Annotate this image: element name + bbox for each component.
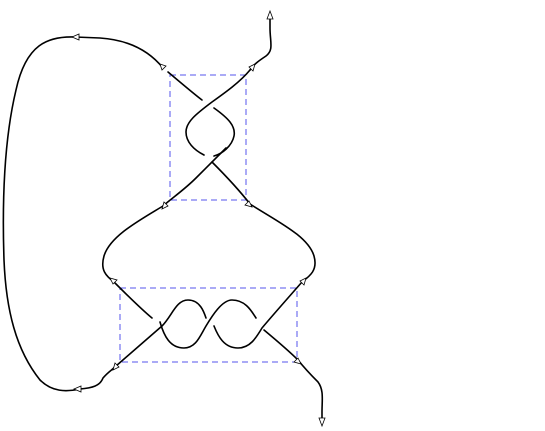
orientation-arrow: [70, 33, 80, 41]
strand-bottom-end: [297, 359, 324, 421]
strand-top-end: [249, 15, 272, 71]
orientation-arrow: [244, 200, 253, 208]
orientation-arrow: [266, 9, 274, 20]
orientation-arrow: [318, 417, 326, 428]
strand-lower-d: [213, 281, 303, 349]
orientation-arrow: [159, 63, 167, 71]
orientation-arrow: [248, 63, 256, 72]
strand-middle-left: [101, 205, 164, 283]
strand-upper-under-3: [211, 161, 251, 205]
orientation-arrow: [112, 362, 120, 371]
strand-upper-over: [185, 69, 251, 156]
strand-lower-e: [263, 329, 299, 361]
knot-strands: [2, 15, 324, 421]
orientation-arrow: [299, 277, 307, 286]
strand-lower-b: [115, 299, 207, 367]
strand-lower-a: [113, 281, 153, 319]
strand-lower-c: [159, 299, 257, 349]
orientation-arrow: [293, 357, 302, 365]
strand-middle-right: [249, 203, 316, 283]
orientation-arrow: [72, 385, 82, 393]
strand-upper-under: [167, 71, 203, 101]
lower-tangle-box: [119, 287, 298, 363]
orientation-arrow-group: [70, 9, 326, 428]
strand-outer-loop: [2, 36, 164, 392]
upper-tangle-box: [169, 74, 247, 201]
strand-upper-under-2: [213, 107, 236, 157]
orientation-arrow: [161, 201, 169, 210]
orientation-arrow: [109, 277, 118, 285]
strand-upper-over-2: [162, 147, 227, 207]
